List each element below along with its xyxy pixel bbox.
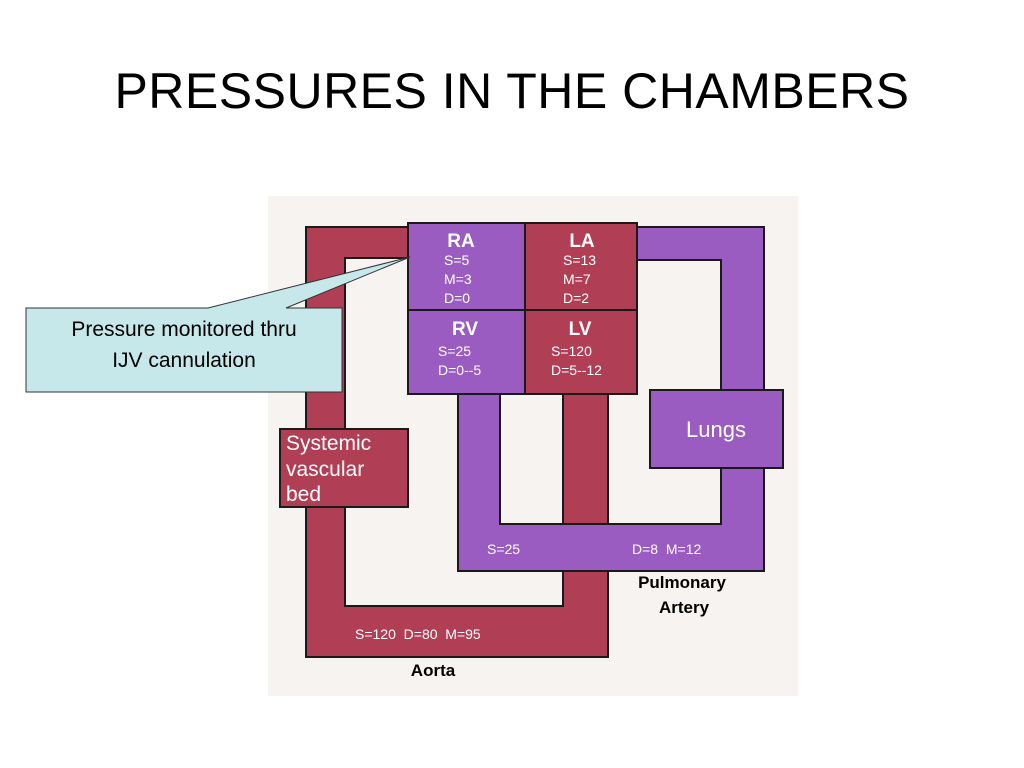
pulmonary-artery-pressures: D=8 M=12 bbox=[632, 541, 701, 557]
lungs-block bbox=[649, 389, 784, 469]
ra-mean: M=3 bbox=[444, 271, 472, 287]
left-atrium bbox=[524, 222, 638, 311]
callout-text: Pressure monitored thru IJV cannulation bbox=[26, 314, 342, 376]
callout-line2: IJV cannulation bbox=[112, 349, 256, 372]
right-ventricle bbox=[407, 309, 526, 395]
aorta-pressures: S=120 D=80 M=95 bbox=[355, 626, 481, 642]
callout-box bbox=[25, 256, 411, 393]
rv-diastolic: D=0--5 bbox=[438, 362, 481, 378]
left-ventricle bbox=[524, 309, 638, 395]
ra-systolic: S=5 bbox=[444, 252, 470, 268]
lv-name: LV bbox=[569, 319, 592, 340]
systemic-bed-line2: vascular bbox=[286, 458, 364, 481]
rv-systolic: S=25 bbox=[438, 343, 471, 359]
la-mean: M=7 bbox=[563, 271, 591, 287]
la-systolic: S=13 bbox=[563, 252, 596, 268]
systemic-bed-line1: Systemic bbox=[286, 432, 371, 455]
ra-diastolic: D=0 bbox=[444, 290, 470, 306]
slide-title: PRESSURES IN THE CHAMBERS bbox=[114, 63, 910, 119]
rv-name: RV bbox=[452, 319, 478, 340]
callout-line1: Pressure monitored thru bbox=[71, 318, 297, 341]
aorta-label: Aorta bbox=[411, 661, 456, 680]
la-name: LA bbox=[569, 231, 595, 252]
ra-name: RA bbox=[447, 231, 475, 252]
pulmonary-artery-label-line2: Artery bbox=[659, 598, 710, 617]
lungs-label: Lungs bbox=[686, 417, 746, 442]
lv-diastolic: D=5--12 bbox=[551, 362, 602, 378]
systemic-bed-line3: bed bbox=[286, 483, 321, 506]
lv-systolic: S=120 bbox=[551, 343, 592, 359]
rv-outflow-pressure: S=25 bbox=[487, 541, 520, 557]
pulmonary-artery-label-line1: Pulmonary bbox=[638, 573, 726, 592]
la-diastolic: D=2 bbox=[563, 290, 589, 306]
systemic-vascular-bed bbox=[279, 428, 409, 508]
